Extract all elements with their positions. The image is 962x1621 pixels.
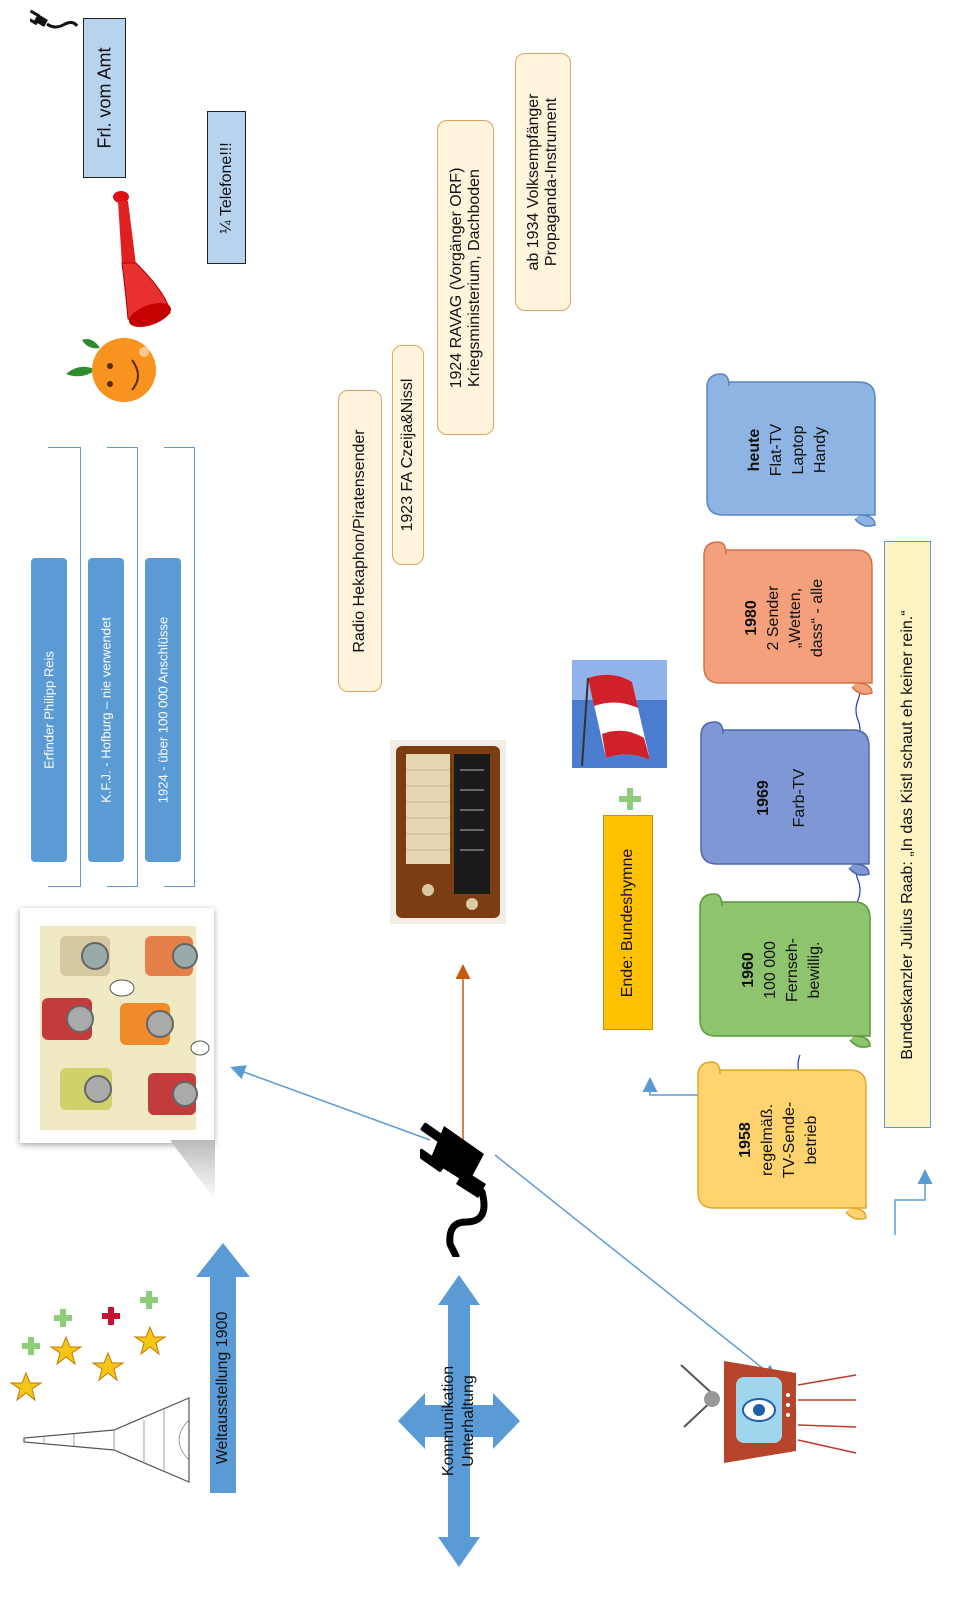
volks-line1: ab 1934 Volksempfänger	[525, 93, 542, 271]
anthem-label: Ende: Bundeshymne	[619, 848, 636, 997]
scroll-line: Farb-TV	[791, 768, 808, 828]
czeija-label: 1923 FA Czeija&Nissl	[399, 378, 416, 532]
fraeulein-vom-amt-box: Frl. vom Amt	[83, 18, 126, 178]
scroll-line: Handy	[812, 426, 829, 473]
scroll-line: 100 000	[762, 941, 779, 999]
orange-icon	[62, 330, 162, 405]
scroll-text-1969: 1969 Farb-TV	[746, 733, 818, 863]
trumpet-icon	[108, 185, 178, 330]
raab-quote: Bundeskanzler Julius Raab: „In das Kistl…	[898, 609, 916, 1060]
scroll-year: 1958	[736, 1122, 754, 1158]
scroll-line: regelmäß.	[758, 1103, 776, 1177]
tv-scroll-1980: 1980 2 Sender „Wetten, dass“ - alle	[696, 540, 874, 695]
scroll-line: „Wetten,	[787, 587, 804, 648]
plug-icon	[416, 1112, 510, 1260]
hekaphon-label: Radio Hekaphon/Piratensender	[351, 429, 368, 653]
radio-note-hekaphon: Radio Hekaphon/Piratensender	[338, 390, 382, 692]
ravag-text: 1924 RAVAG (Vorgänger ORF) Kriegsministe…	[448, 128, 484, 428]
ravag-line2: Kriegsministerium, Dachboden	[465, 168, 483, 387]
scroll-text-1980: 1980 2 Sender „Wetten, dass“ - alle	[741, 553, 829, 683]
phone-pill-label: K.F.J. - Hofburg – nie verwendet	[98, 617, 114, 803]
phone-pill-label: Erfinder Philipp Reis	[41, 651, 57, 769]
scroll-text-heute: heute Flat-TV Laptop Handy	[744, 385, 832, 515]
fraeulein-label: Frl. vom Amt	[94, 47, 114, 149]
arrow-to-phones	[230, 1065, 431, 1141]
plug-icon-small	[27, 6, 80, 42]
radio-note-czeija: 1923 FA Czeija&Nissl	[392, 345, 424, 565]
tv-scroll-1960: 1960 100 000 Fernseh- bewillig.	[692, 892, 872, 1048]
austria-flag-icon	[572, 660, 667, 768]
phone-pill-label: 1924 - über 100 000 Anschlüsse	[155, 616, 171, 804]
scroll-year: heute	[746, 428, 763, 471]
scroll-text-1958: 1958 regelmäß. TV-Sende- betrieb	[735, 1075, 823, 1205]
tv-scroll-heute: heute Flat-TV Laptop Handy	[699, 372, 877, 527]
scroll-line: bewillig.	[806, 941, 823, 999]
telefone-box: ¼ Telefone!!!	[207, 111, 246, 264]
scroll-line: Fernseh-	[784, 937, 801, 1003]
volks-line2: Propaganda-Instrument	[543, 97, 560, 267]
kommunikation-text: Kommunikation Unterhaltung	[439, 1341, 479, 1501]
phone-wallpaper-icon	[20, 908, 214, 1143]
scroll-text-1960: 1960 100 000 Fernseh- bewillig.	[738, 905, 826, 1035]
scroll-line: betrieb	[802, 1115, 820, 1165]
phone-pill-1924: 1924 - über 100 000 Anschlüsse	[145, 558, 181, 862]
scroll-year: 1969	[755, 780, 772, 816]
phone-bracket-1	[48, 447, 81, 887]
scroll-line: Laptop	[790, 425, 807, 474]
raab-quote-box: Bundeskanzler Julius Raab: „In das Kistl…	[884, 541, 931, 1128]
decor-stars	[8, 1285, 178, 1405]
scroll-line: 2 Sender	[765, 585, 782, 650]
weltausstellung-arrow: Weltausstellung 1900	[196, 1243, 250, 1493]
scroll-line: Flat-TV	[768, 423, 785, 476]
telefone-label: ¼ Telefone!!!	[217, 141, 235, 234]
tv-scroll-1958: 1958 regelmäß. TV-Sende- betrieb	[690, 1060, 867, 1220]
arrow-to-tv	[494, 1154, 778, 1380]
phone-bracket-2	[107, 447, 138, 887]
scroll-line: dass“ - alle	[809, 578, 826, 657]
ravag-line1: 1924 RAVAG (Vorgänger ORF)	[447, 167, 465, 388]
volks-text: ab 1934 Volksempfänger Propaganda-Instru…	[525, 57, 561, 307]
tv-icon	[676, 1355, 861, 1465]
phone-pill-reis: Erfinder Philipp Reis	[31, 558, 67, 862]
radio-note-ravag: 1924 RAVAG (Vorgänger ORF) Kriegsministe…	[437, 120, 494, 435]
arrow-to-quote	[894, 1169, 933, 1235]
weltausstellung-label: Weltausstellung 1900	[214, 1311, 231, 1465]
anthem-box: Ende: Bundeshymne	[603, 815, 653, 1030]
kommunikation-line2: Unterhaltung	[460, 1375, 477, 1467]
tv-scroll-1969: 1969 Farb-TV	[693, 720, 871, 876]
radio-note-volksempfaenger: ab 1934 Volksempfänger Propaganda-Instru…	[515, 53, 571, 311]
eiffel-tower-icon	[14, 1390, 194, 1490]
scroll-year: 1980	[743, 599, 760, 636]
phone-pill-hofburg: K.F.J. - Hofburg – nie verwendet	[88, 558, 124, 862]
scroll-line: TV-Sende-	[780, 1101, 798, 1179]
plus-icon-anthem	[619, 788, 641, 810]
kommunikation-cross-arrow: Kommunikation Unterhaltung	[398, 1275, 520, 1567]
kommunikation-line1: Kommunikation	[440, 1365, 457, 1477]
radio-icon	[390, 740, 506, 924]
phone-bracket-3	[164, 447, 195, 887]
scroll-year: 1960	[740, 952, 757, 988]
